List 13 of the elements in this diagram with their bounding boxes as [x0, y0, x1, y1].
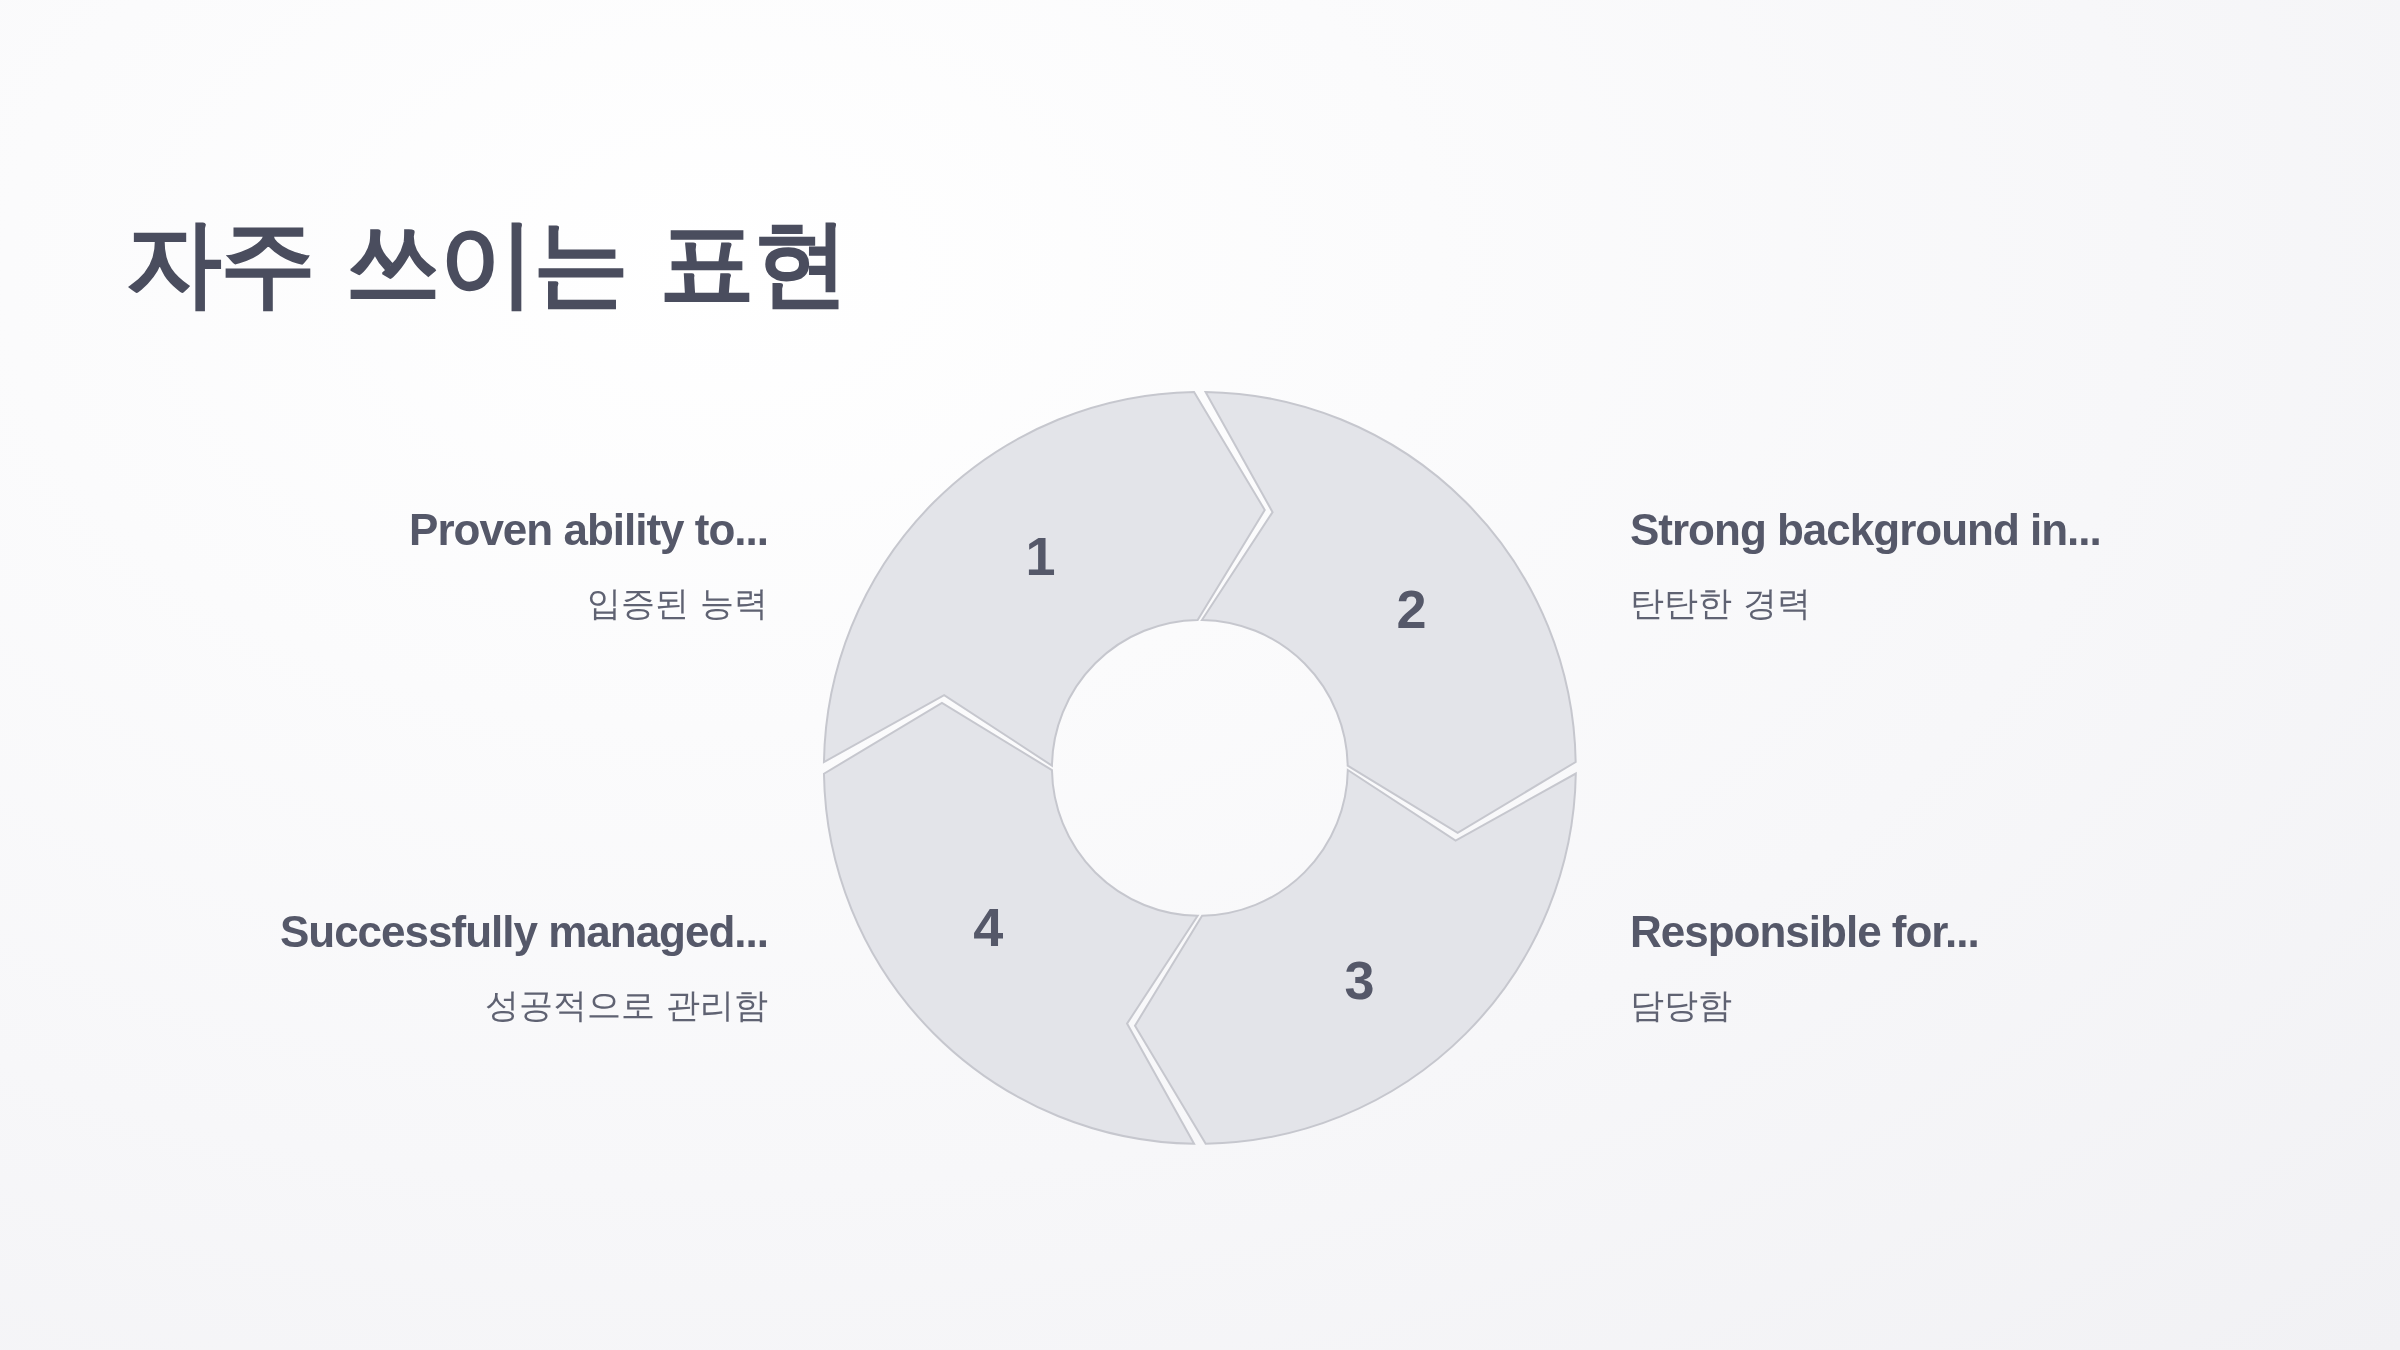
step-description: 담당함: [1630, 984, 1733, 1027]
step-heading: Strong background in...: [1630, 505, 2102, 555]
step-heading: Responsible for...: [1630, 907, 1980, 957]
page-title: 자주 쓰이는 표현: [126, 206, 847, 321]
step-heading: Successfully managed...: [278, 907, 768, 957]
step-number: 3: [1344, 952, 1375, 1007]
step-number: 1: [1025, 529, 1056, 584]
step-heading: Proven ability to...: [408, 505, 768, 555]
step-description: 성공적으로 관리함: [484, 984, 768, 1027]
step-description: 탄탄한 경력: [1630, 582, 1812, 625]
step-number: 2: [1396, 581, 1427, 636]
step-number: 4: [973, 900, 1004, 955]
step-description: 입증된 능력: [586, 582, 768, 625]
